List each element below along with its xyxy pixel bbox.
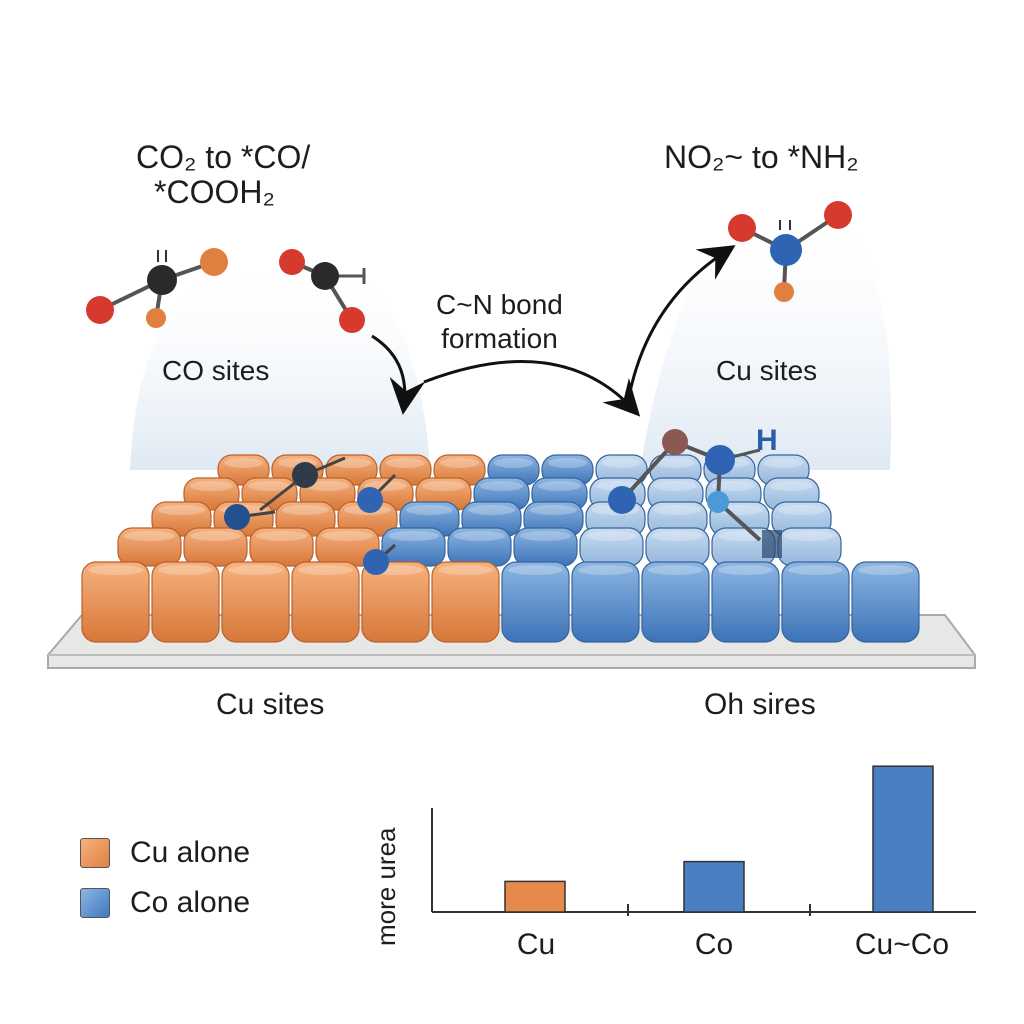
co-site-block xyxy=(711,561,780,643)
title-left-line-2: *COOH₂ xyxy=(154,174,275,211)
cu-site-block xyxy=(431,561,500,643)
urea-bar-chart xyxy=(431,765,976,916)
surface-adsorbates xyxy=(224,429,782,575)
oxygen-atom xyxy=(662,429,688,455)
cn-bond-line-1: C~N bond xyxy=(436,289,563,320)
carbon-atom xyxy=(292,462,318,488)
nitrogen-atom xyxy=(705,445,735,475)
arrow-to-no2 xyxy=(628,245,736,393)
legend-item-co: Co alone xyxy=(80,878,250,928)
bar-co xyxy=(683,860,745,913)
catalyst-surface-blocks xyxy=(81,454,920,643)
legend: Cu alone Co alone xyxy=(80,828,250,928)
cu-site-block xyxy=(221,561,290,643)
left-haze xyxy=(130,248,430,470)
nitrogen-atom xyxy=(357,487,383,513)
nitrogen-atom xyxy=(363,549,389,575)
title-left-line-1: CO₂ to *CO/ xyxy=(136,139,311,175)
label-hydrogen: H xyxy=(756,424,778,457)
cu-site-block xyxy=(151,561,220,643)
cu-site-block xyxy=(117,527,182,567)
nitrogen-atom xyxy=(608,486,636,514)
x-tick-label: Cu~Co xyxy=(854,928,950,961)
co-site-block xyxy=(641,561,710,643)
label-cu-sites-bottom: Cu sites xyxy=(216,688,325,721)
co-site-block xyxy=(781,561,850,643)
co2-molecule xyxy=(86,248,228,328)
co-site-block xyxy=(851,561,920,643)
co-site-block xyxy=(571,561,640,643)
bar-cu xyxy=(504,880,566,913)
nitrogen-atom xyxy=(224,504,250,530)
title-no2-reduction: NO₂~ to *NH₂ xyxy=(664,139,859,175)
legend-swatch-co xyxy=(80,888,110,918)
nitrogen-atom xyxy=(707,491,729,513)
no2-molecule xyxy=(728,201,852,302)
legend-label-co: Co alone xyxy=(130,886,251,919)
arrow-co2-to-surface xyxy=(371,334,426,415)
legend-label-cu: Cu alone xyxy=(130,836,251,869)
x-tick-label: Cu xyxy=(516,928,556,961)
cu-site-block xyxy=(361,561,430,643)
chart-y-label: more urea xyxy=(371,827,401,947)
co-site-block xyxy=(501,561,570,643)
label-oh-sites: Oh sires xyxy=(704,688,816,721)
label-co-sites: CO sites xyxy=(162,355,270,386)
hydrogen-atom xyxy=(762,530,782,558)
cu-site-block xyxy=(291,561,360,643)
label-cu-sites-top: Cu sites xyxy=(716,355,818,386)
title-co2-reduction: CO₂ to *CO/ *COOH₂ xyxy=(136,139,311,211)
cooh-molecule xyxy=(279,249,366,333)
legend-item-cu: Cu alone xyxy=(80,828,250,878)
label-cn-bond-formation: C~N bond formation xyxy=(436,288,563,355)
cn-bond-line-2: formation xyxy=(441,322,558,354)
legend-swatch-cu xyxy=(80,838,110,868)
bar-cu-co xyxy=(872,765,934,913)
x-tick-label: Co xyxy=(694,928,734,961)
cu-site-block xyxy=(81,561,150,643)
arrow-cn-bond xyxy=(423,360,641,417)
